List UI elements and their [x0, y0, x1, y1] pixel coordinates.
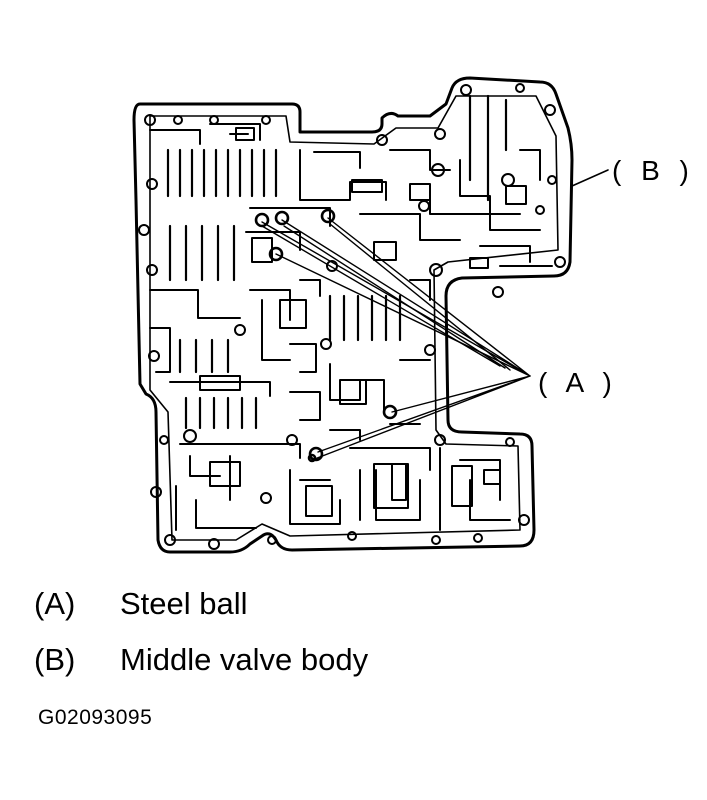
steel-ball — [308, 446, 324, 462]
legend-key: (B) — [34, 642, 76, 677]
callout-b-label: ( B ) — [612, 155, 695, 186]
callout-b-leader — [571, 169, 609, 187]
steel-ball — [268, 246, 284, 262]
legend-text: Steel ball — [120, 586, 248, 621]
legend-key: (A) — [34, 586, 76, 621]
legend-item-steel-ball: (A) Steel ball — [34, 586, 248, 622]
legend-item-middle-valve-body: (B) Middle valve body — [34, 642, 368, 678]
figure-code: G02093095 — [38, 706, 153, 729]
steel-ball — [320, 208, 336, 224]
valve-body-pads — [199, 127, 527, 517]
legend-text: Middle valve body — [120, 642, 369, 677]
steel-ball — [254, 212, 270, 228]
callout-a-leaders — [261, 217, 531, 461]
valve-body-diagram: ( B ) ( A ) — [132, 76, 695, 554]
steel-balls — [254, 208, 398, 463]
steel-ball — [382, 404, 398, 420]
steel-ball — [274, 210, 290, 226]
valve-body-outline — [132, 76, 574, 554]
bolt-holes — [138, 83, 566, 550]
steel-ball — [307, 453, 317, 463]
valve-bore-channels — [166, 94, 508, 430]
callout-a-label: ( A ) — [538, 367, 618, 398]
